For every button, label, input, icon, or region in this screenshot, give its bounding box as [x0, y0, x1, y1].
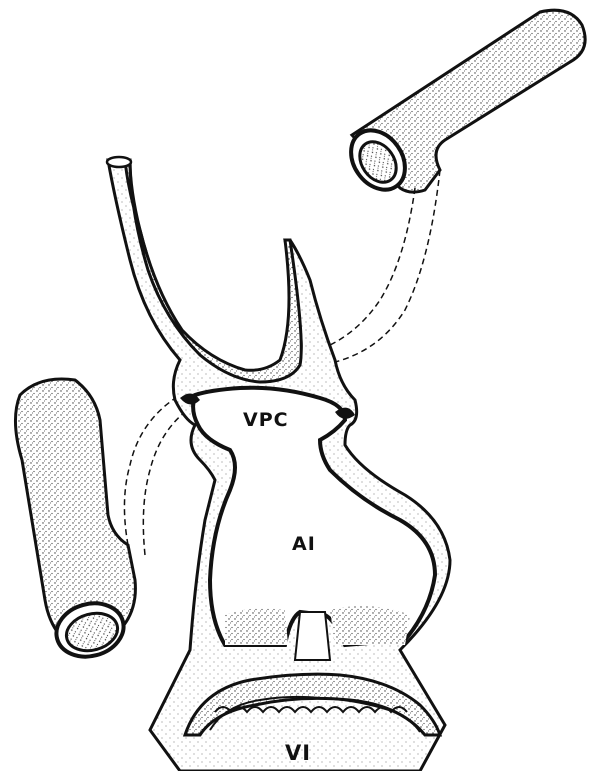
upper-right-vessel — [340, 10, 585, 200]
left-dashed-connector — [124, 395, 180, 545]
lower-left-vessel — [15, 379, 135, 664]
right-dashed-connector-2 — [335, 170, 440, 362]
label-vi: VI — [285, 741, 311, 765]
label-ai: AI — [292, 533, 316, 555]
right-dashed-connector — [330, 188, 415, 345]
left-dashed-connector-2 — [143, 408, 190, 555]
label-vpc: VPC — [243, 409, 289, 431]
sinus-venosus-and-atrium — [107, 157, 450, 771]
